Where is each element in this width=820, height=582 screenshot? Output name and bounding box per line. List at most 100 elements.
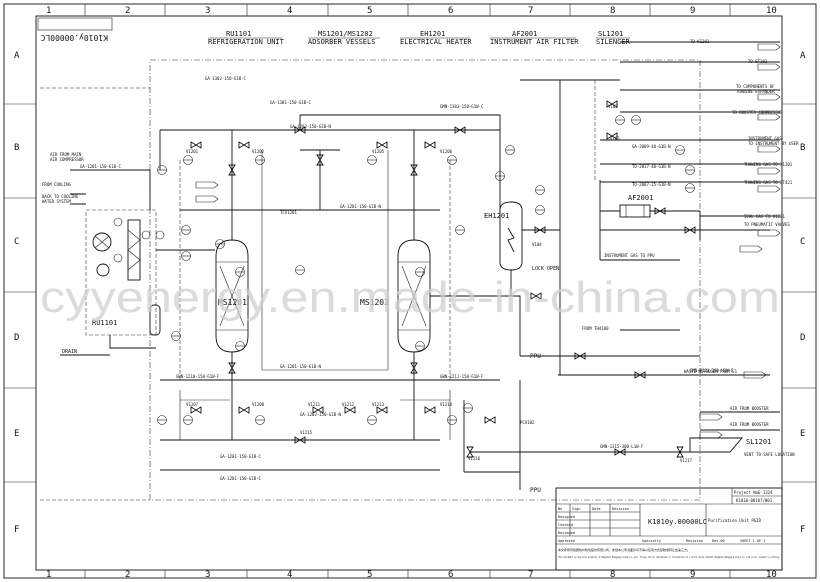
valve-tag: V1201 [186,149,199,154]
line-number: GMN-0121-300-H1W-F [690,368,734,373]
stream-tag-arrow-icon [757,229,781,237]
valve-tag: TCV1201 [280,210,297,215]
column-label: 7 [528,6,533,16]
line-number: GA-1202-150-G1B-N [290,124,332,129]
valve-tag: V103 [610,136,620,141]
inner-border [35,15,783,571]
package-boundary [149,59,701,501]
stream-tag-arrow-icon [757,43,781,51]
row-label: C [14,237,19,247]
valve-icon [484,416,496,424]
valve-symbols [190,100,696,458]
right-stream-labels: TO K1201 TO ET101 TO COMPONENTS OF TURBI… [582,39,799,431]
row-label: E [14,429,19,439]
svg-text:TO ET101: TO ET101 [748,59,768,64]
svg-text:This document is the sole prop: This document is the sole property of Ha… [558,555,780,559]
outer-border [3,3,817,579]
stream-tag-arrow-icon [757,93,781,101]
svg-text:Revision: Revision [686,539,703,543]
row-ticks [4,103,816,483]
column-label: 3 [205,6,210,16]
svg-text:TO K1201: TO K1201 [690,39,710,44]
svg-text:FROM TH4100: FROM TH4100 [582,326,609,331]
column-label: 10 [766,6,777,16]
title-block: Project No. E-1324 K1010-00107/001 No Si… [555,487,783,571]
line-number: GA-1301-150-G1B-C [270,100,312,105]
svg-text:SEAL GAS TO K1201: SEAL GAS TO K1201 [744,214,786,219]
adsorber-ms1201: MS1201 [215,239,249,353]
valve-tag: V1212 [342,402,355,407]
valve-icon [454,126,466,134]
title-tag-flipped: K1010y.00000LC [37,17,113,42]
row-label-right: B [800,143,805,153]
column-label: 4 [287,6,292,16]
valve-icon [606,132,618,140]
legend-desc: ELECTRICAL HEATER [400,38,472,46]
ms1201-label: MS1201 [218,298,247,307]
legend-desc: INSTRUMENT AIR FILTER [490,38,579,46]
valve-icon [614,448,626,456]
line-number: GMN-1303-150-G1W-C [440,104,484,109]
svg-text:Reviewed: Reviewed [558,531,575,535]
stream-tag-arrow-icon [757,63,781,71]
row-label-right: C [800,237,805,247]
column-label: 5 [367,6,372,16]
svg-text:THAWING GAS TO ET421: THAWING GAS TO ET421 [744,180,793,185]
column-label-bottom: 2 [125,570,130,580]
valve-icon [534,226,546,234]
line-number: TO-2007-25-G1B-N [632,182,671,187]
legend-tag: RU1101 [226,30,251,38]
stream-tag-arrow-icon [739,245,763,253]
valve-tag: V1213 [372,402,385,407]
svg-text:BACK TO COOLING: BACK TO COOLING [42,194,79,199]
legend-tag: AF2001 [512,30,537,38]
valve-icon [410,362,418,374]
stream-tag-arrow-icon [757,185,781,193]
svg-text:Revision: Revision [612,507,629,511]
stream-tag-arrow-icon [699,413,723,421]
svg-text:本文件所有权属杭州杭氧股份有限公司，未经本公司书面许可不得以: 本文件所有权属杭州杭氧股份有限公司，未经本公司书面许可不得以任何方式复制或转让给… [558,547,690,552]
valve-tag: V1211 [308,402,321,407]
line-number: GWN-1210-150-G1W-F [176,374,220,379]
svg-text:Checked: Checked [558,523,573,527]
svg-text:WASTE NITROGEN FROM E1: WASTE NITROGEN FROM E1 [684,369,738,374]
line-number: GA-1201-150-G1B-C [220,454,262,459]
svg-text:No: No [558,507,562,511]
stream-tag-arrow-icon [757,167,781,175]
valve-tag: V1215 [300,430,313,435]
valve-icon [684,226,696,234]
svg-text:AIR FROM BOOSTER: AIR FROM BOOSTER [730,406,769,411]
sl1201-label: SL1201 [746,438,771,446]
svg-text:AIR COMPRESSOR: AIR COMPRESSOR [50,157,84,162]
legend-desc: REFRIGERATION UNIT [208,38,285,46]
svg-text:FROM COOLING: FROM COOLING [42,182,71,187]
column-label-bottom: 4 [287,570,292,580]
stream-tag-arrow-icon [757,113,781,121]
legend-tag: MS1201/MS1202 [318,30,373,38]
svg-text:TURBINE EXPANDER: TURBINE EXPANDER [736,89,775,94]
stream-tag-arrow-icon [757,145,781,153]
svg-text:Approved: Approved [558,539,575,543]
refrigeration-unit: RU1101 AIR FROM MAIN AIR COMPRESSOR FROM… [42,152,215,356]
svg-text:Date: Date [592,507,600,511]
line-number: GA-1201-150-G1B-C [220,476,262,481]
line-number: GA-1201-150-G1B-N [340,204,382,209]
heat-exchanger [127,219,141,281]
column-label-bottom: 6 [448,570,453,580]
row-label: F [14,525,19,535]
column-label-bottom: 8 [610,570,615,580]
valve-tag: V1206 [440,149,453,154]
column-labels: 1 2 3 4 5 6 7 8 9 10 1 2 3 4 5 6 7 8 9 1… [46,6,777,580]
valve-tag: V1216 [468,456,481,461]
line-number: GA-1302-150-G1B-C [205,76,247,81]
adsorber-ms1202: MS1202 [360,239,431,353]
stream-tag-arrow-icon [743,371,767,379]
ms1202-label: MS1202 [360,298,389,307]
column-label: 9 [690,6,695,16]
instrument-air-filter: AF2001 INSTRUMENT GAS TO PPU [599,180,770,261]
skid-boundary [40,87,150,501]
ppu-label: PPU [530,353,541,360]
line-number: GA-1201-150-G1B-N [280,364,322,369]
svg-text:INSTRUMENT GAS TO PPU: INSTRUMENT GAS TO PPU [604,253,655,258]
